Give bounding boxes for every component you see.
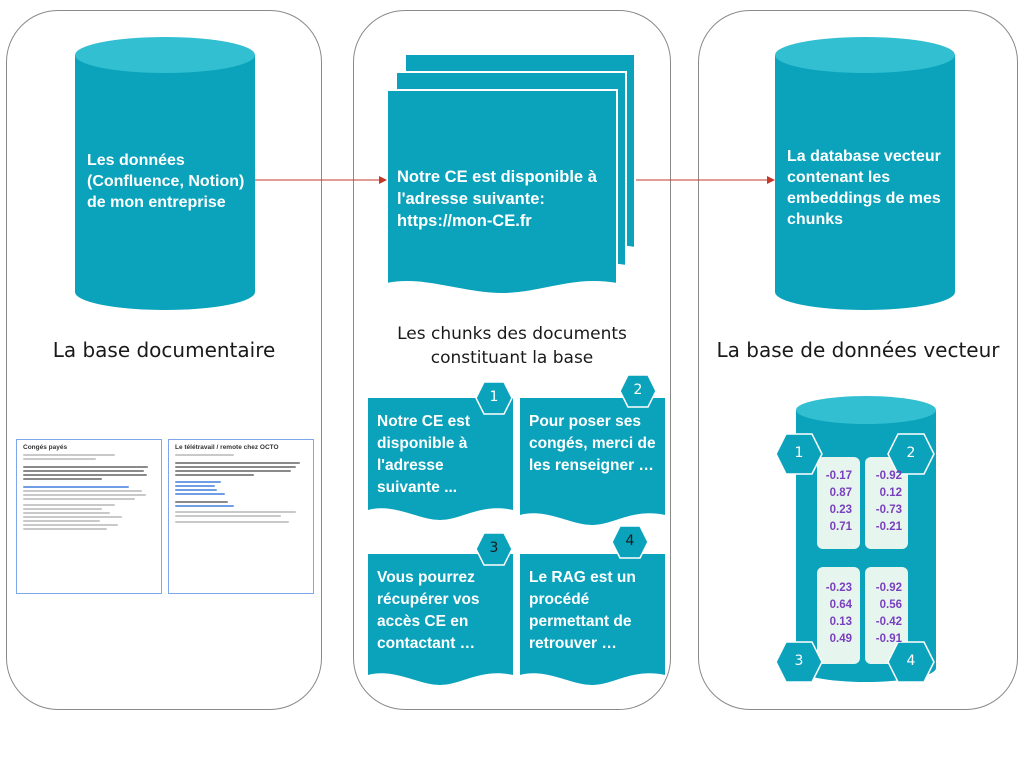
- chunk-shape-1: [368, 398, 513, 520]
- middle-panel-caption: Les chunks des documents constituant la …: [397, 324, 627, 368]
- vector-value: 0.12: [879, 487, 902, 499]
- right-panel-caption: La base de données vecteur: [716, 338, 1000, 362]
- vector-number-4: 4: [906, 653, 916, 669]
- vector-number-2: 2: [906, 445, 916, 461]
- vector-values-2: -0.92 0.12 -0.73 -0.21: [868, 468, 902, 536]
- vector-value: 0.13: [829, 616, 852, 628]
- vector-value: -0.42: [875, 616, 902, 628]
- vector-value: 0.64: [829, 599, 852, 611]
- vector-hexagon-2: [887, 433, 935, 475]
- chunk-hexagon-1: [475, 381, 513, 415]
- chunk-hexagon-4: [611, 525, 649, 559]
- vector-number-3: 3: [794, 653, 804, 669]
- thumbnail-title: Le télétravail / remote chez OCTO: [175, 444, 279, 451]
- vector-values-4: -0.92 0.56 -0.42 -0.91: [868, 580, 902, 648]
- vector-value: 0.56: [879, 599, 902, 611]
- vector-value: -0.73: [875, 504, 902, 516]
- vector-value: 0.71: [829, 521, 852, 533]
- vector-value: -0.92: [875, 470, 902, 482]
- vector-box-4: [865, 567, 908, 664]
- document-stack-icon: [386, 53, 636, 296]
- right-database-cylinder: [775, 37, 955, 310]
- chunk-text-4: Le RAG est un procédé permettant de retr…: [529, 569, 636, 652]
- vector-value: 0.23: [829, 504, 852, 516]
- vector-value: -0.17: [825, 470, 852, 482]
- chunk-number-3: 3: [489, 540, 499, 556]
- chunk-shape-4: [520, 554, 665, 685]
- left-cylinder-label: Les données (Confluence, Notion) de mon …: [87, 152, 245, 211]
- document-stack-label: Notre CE est disponible à l'adresse suiv…: [397, 168, 597, 230]
- chunk-shape-3: [368, 554, 513, 685]
- chunk-text-2: Pour poser ses congés, merci de les rens…: [529, 413, 656, 474]
- thumbnail-teletravail: Le télétravail / remote chez OCTO: [168, 439, 314, 594]
- vector-box-3: [817, 567, 860, 664]
- vector-value: 0.49: [829, 633, 852, 645]
- vector-hexagon-4: [887, 641, 935, 683]
- vector-hexagon-3: [775, 641, 823, 683]
- vector-value: -0.21: [875, 521, 902, 533]
- vector-value: -0.91: [875, 633, 902, 645]
- vector-value: -0.92: [875, 582, 902, 594]
- vector-value: -0.23: [825, 582, 852, 594]
- vector-values-1: -0.17 0.87 0.23 0.71: [820, 468, 852, 536]
- vector-hexagon-1: [775, 433, 823, 475]
- chunk-text-3: Vous pourrez récupérer vos accès CE en c…: [377, 569, 480, 652]
- vector-values-3: -0.23 0.64 0.13 0.49: [820, 580, 852, 648]
- thumbnail-title: Congés payés: [23, 444, 68, 451]
- chunk-hexagon-3: [475, 532, 513, 566]
- vector-value: 0.87: [829, 487, 852, 499]
- vector-number-1: 1: [794, 445, 804, 461]
- thumbnail-conges-payes: Congés payés: [16, 439, 162, 594]
- left-panel-caption: La base documentaire: [52, 338, 276, 362]
- chunk-text-1: Notre CE est disponible à l'adresse suiv…: [377, 413, 471, 496]
- chunk-number-2: 2: [633, 382, 643, 398]
- chunk-shape-2: [520, 398, 665, 525]
- right-cylinder-label: La database vecteur contenant les embedd…: [787, 148, 941, 228]
- chunk-hexagon-2: [619, 374, 657, 408]
- vector-box-1: [817, 457, 860, 549]
- chunk-number-1: 1: [489, 389, 499, 405]
- left-database-cylinder: [75, 37, 255, 310]
- chunk-number-4: 4: [625, 533, 635, 549]
- vector-box-2: [865, 457, 908, 549]
